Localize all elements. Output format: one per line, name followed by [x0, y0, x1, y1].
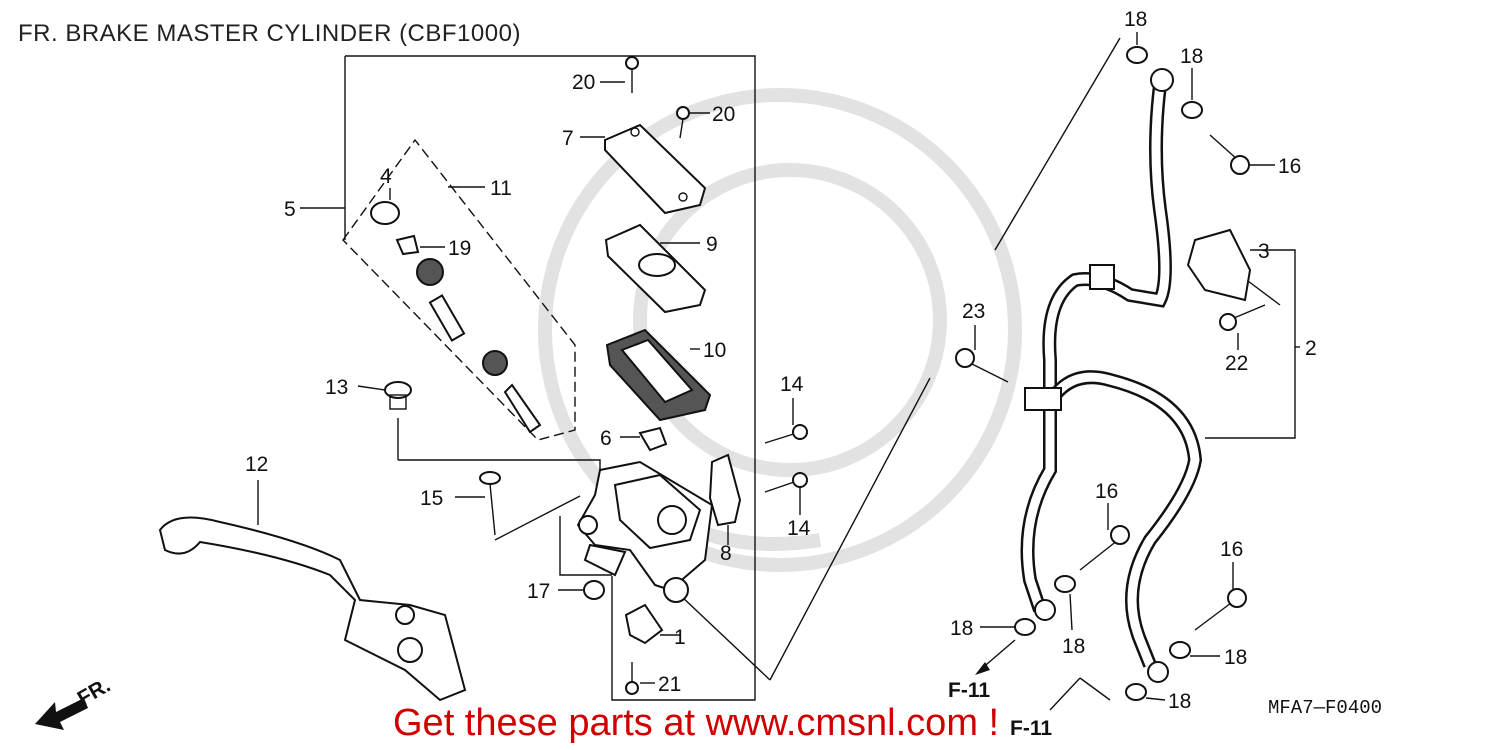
- callout-18-center: 18: [1062, 635, 1085, 658]
- screw-21: [625, 662, 639, 695]
- callout-18-left: 18: [950, 617, 973, 640]
- callout-10: 10: [703, 339, 726, 362]
- piston-kit: [370, 201, 542, 434]
- diaphragm: [605, 328, 712, 422]
- pivot-bolt-15: [479, 471, 501, 536]
- callout-5: 5: [284, 198, 296, 221]
- holder-8: [708, 453, 742, 527]
- callout-20-top: 20: [572, 71, 595, 94]
- screws-20: [625, 56, 690, 139]
- callout-18-upper-right: 18: [1180, 45, 1203, 68]
- callout-11: 11: [490, 177, 512, 200]
- bolts-14: [764, 424, 808, 493]
- callout-2: 2: [1305, 337, 1317, 360]
- front-direction-arrow: [35, 698, 88, 730]
- callout-7: 7: [562, 127, 574, 150]
- bolt-22: [1219, 304, 1266, 331]
- boot-13: [384, 381, 412, 410]
- callout-17: 17: [527, 580, 550, 603]
- washers-18: [1014, 46, 1203, 701]
- callout-18-bottom: 18: [1168, 690, 1191, 713]
- callout-21: 21: [658, 673, 681, 696]
- ref-label-f11-left: F-11: [948, 679, 990, 702]
- callout-16-middle: 16: [1095, 480, 1118, 503]
- callout-16-right: 16: [1220, 538, 1243, 561]
- callout-20-right: 20: [712, 103, 735, 126]
- master-cylinder-body: [576, 460, 714, 603]
- reservoir-cap: [604, 123, 707, 215]
- diagram-title: FR. BRAKE MASTER CYLINDER (CBF1000): [18, 20, 521, 47]
- clip-6: [638, 426, 668, 452]
- diaphragm-plate: [604, 223, 707, 314]
- brake-lever-12: [158, 516, 467, 702]
- callout-1: 1: [674, 626, 686, 649]
- assembly-outlines: [300, 37, 1300, 701]
- callout-16-top: 16: [1278, 155, 1301, 178]
- callout-14-top: 14: [780, 373, 804, 396]
- callout-18-right: 18: [1224, 646, 1247, 669]
- callout-18-top: 18: [1124, 8, 1147, 31]
- reference-arrows: [975, 639, 1111, 711]
- callout-8: 8: [720, 542, 732, 565]
- callout-13: 13: [325, 376, 348, 399]
- callout-19: 19: [448, 237, 471, 260]
- footer-promo-link[interactable]: Get these parts at www.cmsnl.com !: [393, 702, 1000, 744]
- callout-23: 23: [962, 300, 985, 323]
- callout-3: 3: [1258, 240, 1270, 263]
- callout-6: 6: [600, 427, 612, 450]
- callout-4: 4: [380, 165, 392, 188]
- brake-hoses: [1020, 68, 1203, 683]
- callout-14-bottom: 14: [787, 517, 811, 540]
- leader-lines: [257, 32, 1275, 701]
- diagram-code: MFA7—F0400: [1268, 697, 1383, 719]
- bolts-16: [1079, 134, 1250, 631]
- callout-9: 9: [706, 233, 718, 256]
- stop-switch-1: [624, 603, 664, 645]
- ref-label-f11-right: F-11: [1010, 717, 1052, 740]
- bolt-23: [955, 348, 1009, 383]
- callout-numbers: 1 2 3 4 5 6 7 8 9 10 11 12 13 14 14 15 1…: [245, 8, 1317, 713]
- callout-12: 12: [245, 453, 268, 476]
- clamp-3: [1186, 228, 1252, 302]
- callout-22: 22: [1225, 352, 1248, 375]
- nut-17: [583, 580, 605, 600]
- watermark-logo: [538, 88, 1022, 572]
- callout-15: 15: [420, 487, 443, 510]
